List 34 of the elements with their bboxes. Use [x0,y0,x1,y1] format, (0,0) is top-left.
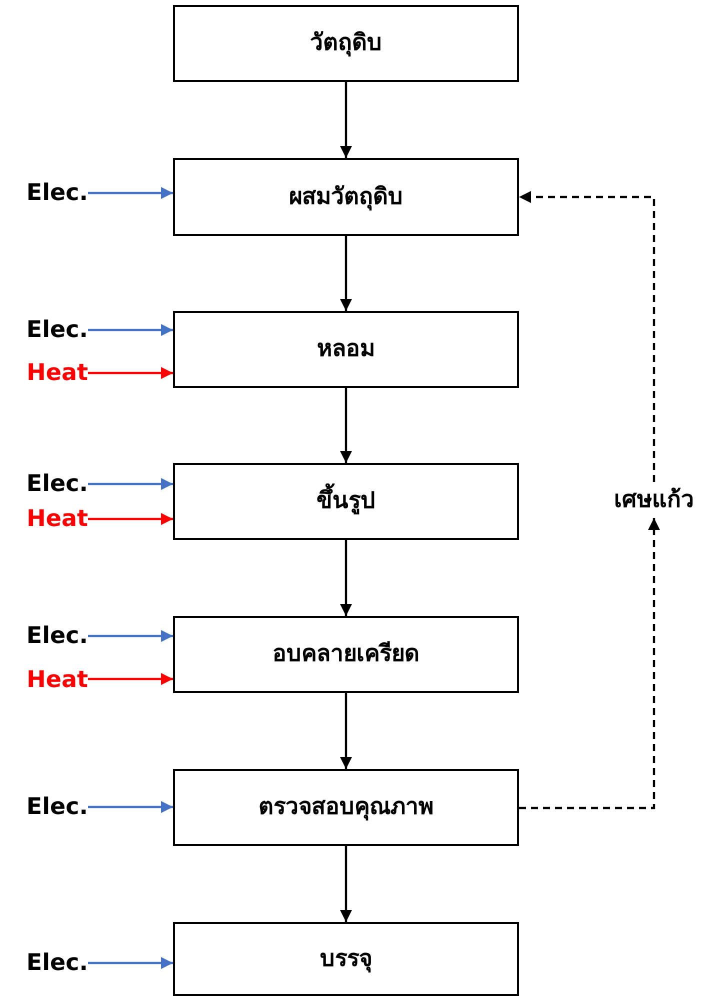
input-label: Elec. [14,792,88,822]
arrow [88,673,173,685]
arrow [340,693,352,769]
process-box: ผสมวัตถุดิบ [173,158,519,236]
arrow [88,513,173,525]
process-box: ขึ้นรูป [173,463,519,540]
arrow [340,388,352,463]
process-box: หลอม [173,311,519,388]
arrow [340,540,352,616]
input-label: Heat [14,665,88,695]
arrow [88,478,173,490]
arrow [340,82,352,158]
process-box: ตรวจสอบคุณภาพ [173,769,519,846]
input-label: Heat [14,504,88,534]
input-label: Elec. [14,621,88,651]
arrow [88,324,173,336]
input-label: Elec. [14,315,88,345]
input-label: Heat [14,358,88,388]
process-box: บรรจุ [173,922,519,996]
arrow [88,187,173,199]
input-label: Elec. [14,178,88,208]
arrow [340,846,352,922]
arrow [88,957,173,969]
arrow [88,801,173,813]
input-label: Elec. [14,948,88,978]
arrow [340,236,352,311]
arrow [88,367,173,379]
input-label: Elec. [14,469,88,499]
process-box: วัตถุดิบ [173,5,519,82]
arrow [88,630,173,642]
dashed-arrow [519,191,656,482]
process-box: อบคลายเครียด [173,616,519,693]
flow-label: เศษแก้ว [596,482,712,518]
dashed-arrow [519,518,660,810]
